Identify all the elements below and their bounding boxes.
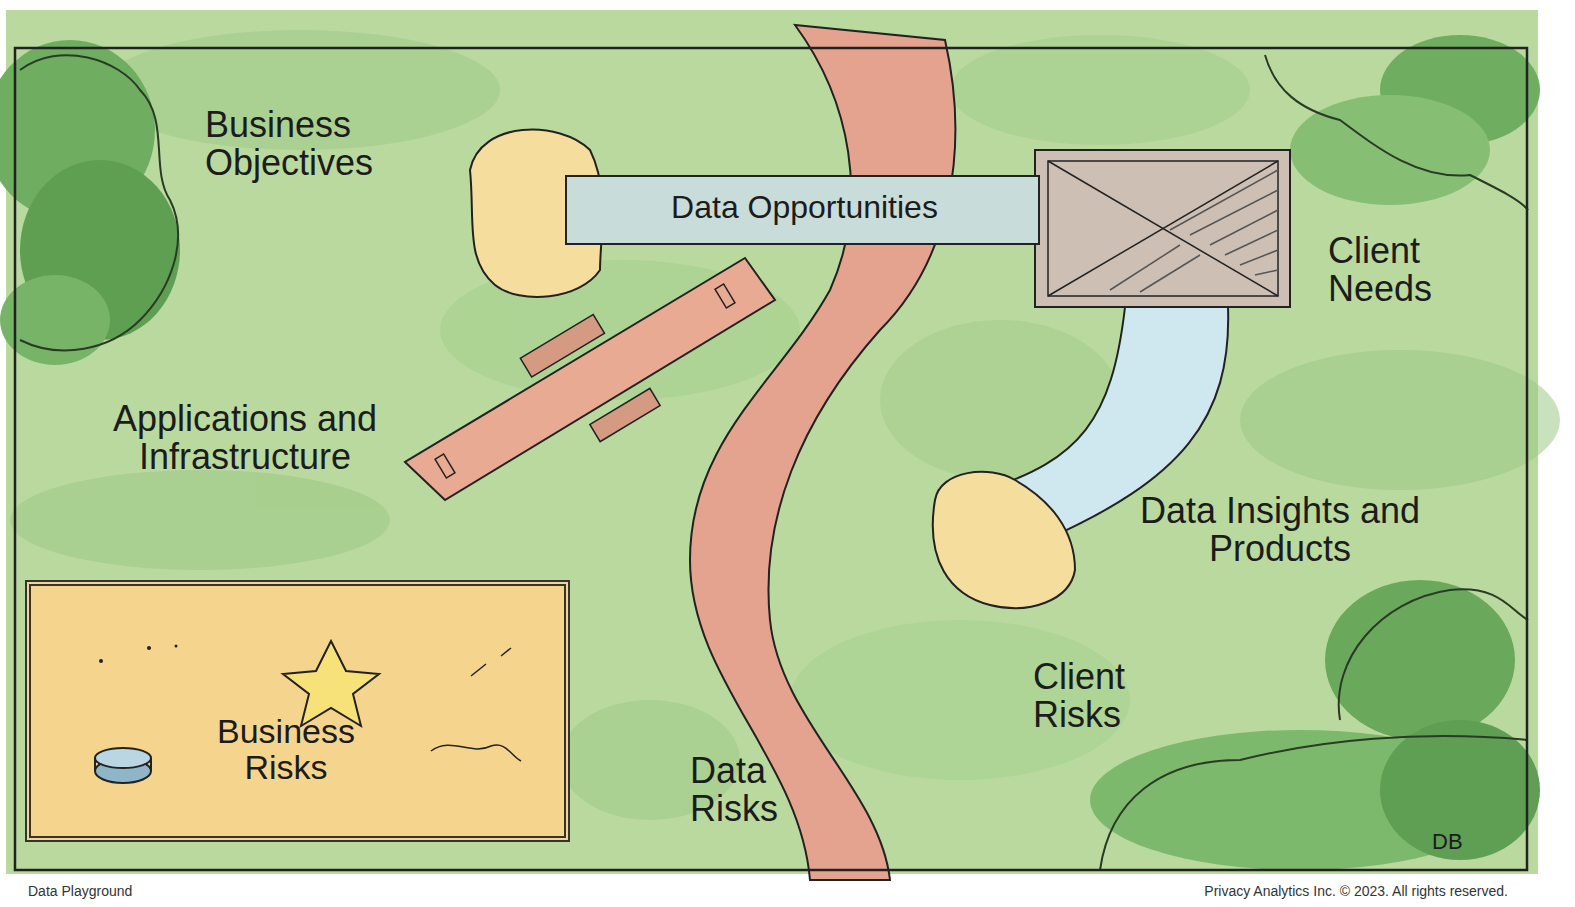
seesaw: [405, 258, 775, 500]
area-label: Client Risks: [1033, 658, 1183, 734]
winding-path: [690, 25, 955, 880]
artist-initials: DB: [1432, 830, 1492, 853]
landing-blob: [933, 472, 1075, 608]
figure-caption: Data Playground: [28, 884, 328, 899]
node-label: Data Opportunities: [577, 191, 1032, 225]
area-label: Data Risks: [690, 752, 820, 828]
monkey-bar: Data Opportunities: [565, 175, 1040, 245]
tree-top-right: [1265, 35, 1540, 210]
area-label: Applications and Infrastructure: [110, 400, 380, 476]
area-label: Client Needs: [1328, 232, 1478, 308]
node-label: Business Risks: [191, 714, 381, 785]
copyright-note: Privacy Analytics Inc. © 2023. All right…: [1050, 884, 1508, 899]
play-tower: [1035, 150, 1290, 307]
area-label: Business Objectives: [205, 106, 425, 182]
sandbox: Business Risks: [25, 580, 570, 842]
tree-bottom-right: [1090, 580, 1540, 870]
area-label: Data Insights and Products: [1115, 492, 1445, 568]
sandbox-toys: [31, 586, 564, 836]
tree-top-left: [0, 40, 180, 365]
frame-border: [15, 48, 1527, 870]
